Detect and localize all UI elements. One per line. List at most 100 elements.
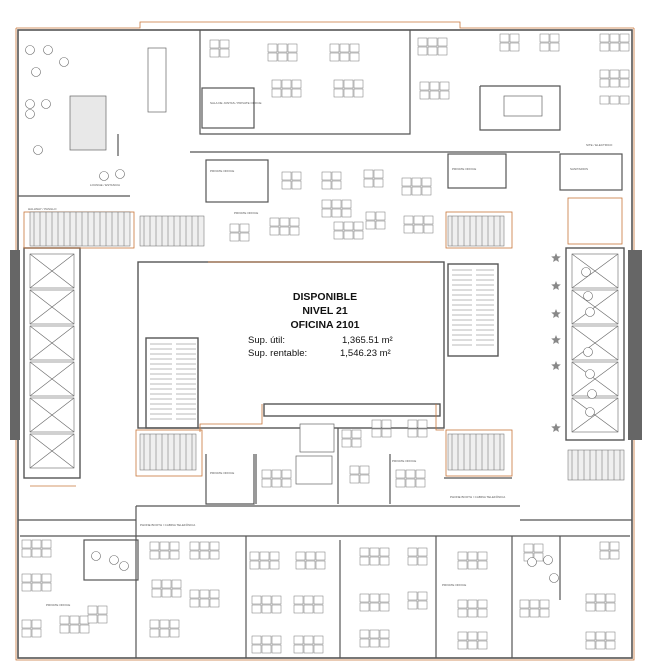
- desk: [359, 602, 370, 612]
- desk: [189, 550, 200, 560]
- meeting-tables: [69, 47, 543, 485]
- desk: [477, 640, 488, 650]
- desk: [313, 604, 324, 614]
- room-label: PHONE BOOTH / CABINA TELEFÓNICA: [140, 522, 195, 527]
- desk: [281, 180, 292, 190]
- room-label: LOUNGE / ESTANCIA: [90, 183, 120, 187]
- desk: [339, 43, 350, 53]
- level-label: NIVEL 21: [302, 305, 347, 317]
- desk: [315, 560, 326, 570]
- desk: [321, 171, 332, 181]
- desk: [477, 599, 488, 609]
- desk: [321, 199, 332, 209]
- lounge-chair: [25, 99, 35, 109]
- desk: [21, 539, 32, 549]
- desk: [417, 600, 428, 610]
- desk: [313, 635, 324, 645]
- desk: [87, 614, 98, 624]
- elevator-cross: [29, 289, 75, 325]
- desk: [189, 598, 200, 608]
- desk: [293, 595, 304, 605]
- desk: [259, 551, 270, 561]
- desk: [539, 42, 550, 52]
- desk: [407, 547, 418, 557]
- desk: [171, 579, 182, 589]
- desk: [353, 88, 364, 98]
- desk: [619, 42, 630, 52]
- desk: [149, 628, 160, 638]
- lounge-chair: [43, 45, 53, 55]
- room-label: PHONE BOOTH / CABINA TELEFÓNICA: [450, 494, 505, 499]
- desk: [305, 551, 316, 561]
- desk: [271, 595, 282, 605]
- desk: [499, 33, 510, 43]
- desk: [271, 644, 282, 654]
- desk: [341, 199, 352, 209]
- desk: [271, 635, 282, 645]
- desk: [599, 42, 610, 52]
- room-label: SANITARIOS: [570, 167, 588, 171]
- desk: [599, 541, 610, 551]
- desk: [293, 604, 304, 614]
- desk: [261, 478, 272, 488]
- desk: [271, 469, 282, 479]
- desk: [457, 551, 468, 561]
- desk: [159, 628, 170, 638]
- elevator-cab: [29, 361, 75, 397]
- desk: [609, 550, 620, 560]
- desk: [159, 619, 170, 629]
- desk: [151, 588, 162, 598]
- desk: [359, 629, 370, 639]
- desk: [261, 635, 272, 645]
- elevator-cross: [571, 289, 619, 325]
- desk: [21, 628, 32, 638]
- office-label: OFICINA 2101: [290, 319, 359, 331]
- desk: [209, 48, 220, 58]
- desk: [169, 619, 180, 629]
- desk: [199, 598, 210, 608]
- desk: [251, 604, 262, 614]
- desk: [291, 88, 302, 98]
- desk: [437, 46, 448, 56]
- desk: [287, 52, 298, 62]
- desk: [295, 551, 306, 561]
- desk: [429, 81, 440, 91]
- lounge-chair: [585, 369, 595, 379]
- desk: [97, 614, 108, 624]
- desk: [533, 552, 544, 562]
- desk: [21, 582, 32, 592]
- desk: [605, 631, 616, 641]
- desk: [269, 560, 280, 570]
- lounge-chair: [585, 407, 595, 417]
- lounge-chair: [583, 291, 593, 301]
- lounge-chair: [585, 307, 595, 317]
- desk: [21, 548, 32, 558]
- desk: [405, 478, 416, 488]
- desk: [609, 33, 620, 43]
- desk: [289, 226, 300, 236]
- desk: [419, 81, 430, 91]
- desk: [395, 478, 406, 488]
- desk: [417, 556, 428, 566]
- desk: [343, 79, 354, 89]
- elevator-cross: [571, 361, 619, 397]
- room-label: PRIVATE OFFICE: [210, 471, 234, 475]
- decor-stars: [551, 253, 561, 432]
- desk: [411, 177, 422, 187]
- desk: [369, 547, 380, 557]
- desk: [609, 95, 620, 105]
- room-label: PRIVATE OFFICE: [442, 583, 466, 587]
- desk: [499, 42, 510, 52]
- elevator-cab: [571, 397, 619, 433]
- desk: [609, 42, 620, 52]
- desk: [161, 588, 172, 598]
- desk: [519, 599, 530, 609]
- desk: [41, 573, 52, 583]
- room-partitions: [18, 30, 632, 658]
- desk: [549, 33, 560, 43]
- desk: [411, 186, 422, 196]
- desk: [351, 438, 362, 448]
- room-label: PRIVATE OFFICE: [46, 603, 70, 607]
- room-label: PRIVATE OFFICE: [234, 211, 258, 215]
- desk: [161, 579, 172, 589]
